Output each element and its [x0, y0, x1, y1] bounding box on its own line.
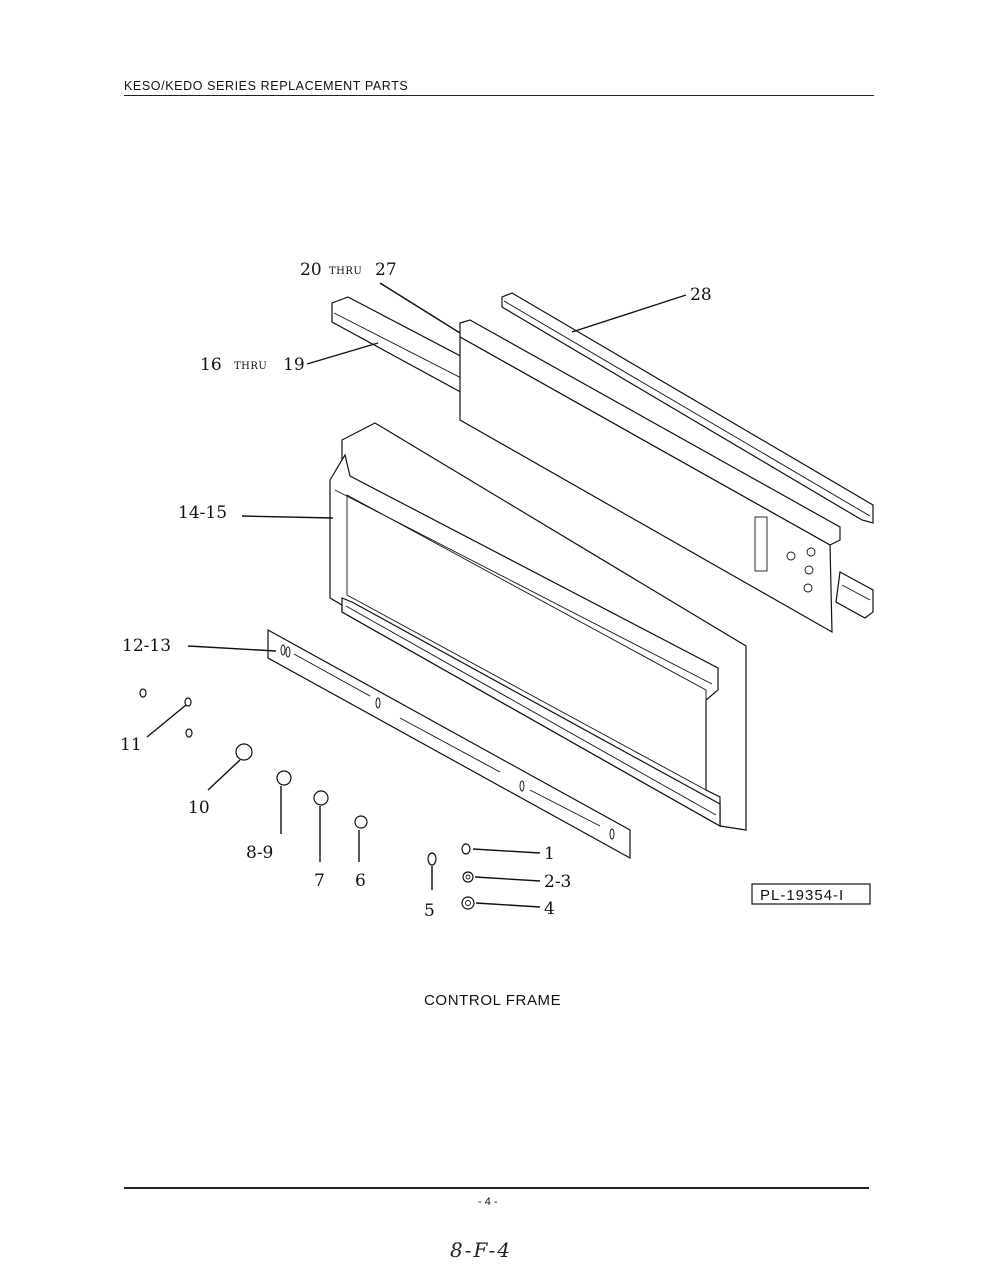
lower-bar-part-12-13	[267, 628, 631, 860]
callout-27: 27	[375, 260, 397, 280]
callout-2-3: 2-3	[544, 872, 571, 892]
callout-20: 20	[300, 260, 322, 280]
callout-5: 5	[424, 901, 435, 921]
page-header-title: KESO/KEDO SERIES REPLACEMENT PARTS	[124, 79, 409, 93]
callout-19: 19	[283, 355, 305, 375]
footer-rule	[124, 1187, 869, 1189]
callout-28: 28	[690, 285, 712, 305]
callout-8-9: 8-9	[246, 843, 273, 863]
plate-id-label: PL-19354-I	[760, 887, 844, 904]
callout-6: 6	[355, 871, 366, 891]
control-plate	[459, 335, 833, 634]
plate-id-stamp: PL-19354-I	[751, 883, 871, 905]
main-frame-part-14-15	[329, 422, 747, 831]
callout-7: 7	[314, 871, 325, 891]
callout-thru-16-19: THRU	[234, 361, 267, 372]
callout-1: 1	[544, 844, 555, 864]
callout-thru-20-27: THRU	[329, 266, 362, 277]
callout-11: 11	[120, 735, 142, 755]
callout-4: 4	[544, 899, 555, 919]
callout-16: 16	[200, 355, 222, 375]
leader-lines	[146, 282, 687, 908]
page-number: - 4 -	[478, 1196, 498, 1208]
small-parts	[139, 688, 475, 910]
callout-10: 10	[188, 798, 210, 818]
rear-rail-part-28	[501, 292, 874, 619]
callout-14-15: 14-15	[178, 503, 227, 523]
diagram-caption: CONTROL FRAME	[424, 992, 562, 1009]
header-rule	[124, 95, 874, 96]
callout-12-13: 12-13	[122, 636, 171, 656]
handwritten-note: 8-F-4	[450, 1238, 512, 1262]
